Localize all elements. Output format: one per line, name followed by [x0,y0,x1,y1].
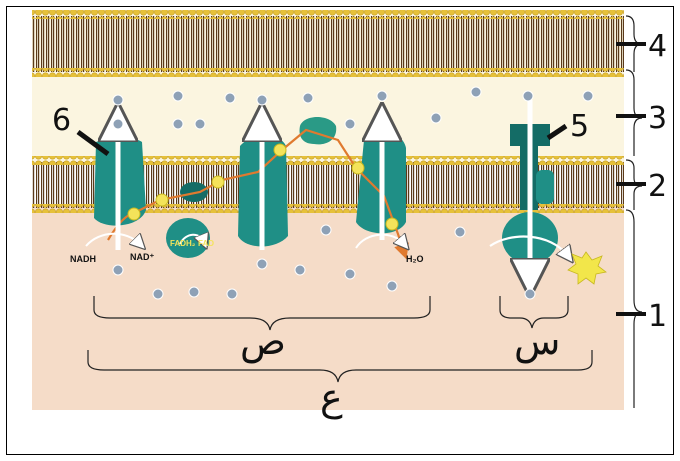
proton-icon [195,119,205,129]
label-4: 4 [648,29,667,64]
label-1: 1 [648,299,667,334]
water-label: H₂O [406,254,424,264]
proton-icon [303,93,313,103]
outer-membrane [32,10,624,77]
brace-region-3 [626,70,642,156]
proton-icon [523,91,533,101]
proton-icon [173,91,183,101]
label-6: 6 [52,103,71,138]
fadh2-label: FADH₂ [170,239,196,248]
proton-icon [227,289,237,299]
proton-icon [189,287,199,297]
proton-icon [295,265,305,275]
proton-icon [431,113,441,123]
brace-region-1 [626,210,642,408]
proton-icon [321,225,331,235]
proton-icon [345,119,355,129]
proton-icon [455,227,465,237]
proton-icon [113,95,123,105]
proton-icon [345,269,355,279]
nad-label: NAD⁺ [130,252,154,262]
proton-icon [583,91,593,101]
proton-icon [153,289,163,299]
fad-label: FAD [198,239,214,248]
proton-icon [113,119,123,129]
proton-icon [387,281,397,291]
proton-icon [173,119,183,129]
label-3: 3 [648,101,667,136]
label-seen: س [514,319,560,363]
label-ain: ع [320,375,343,419]
proton-icon [377,91,387,101]
label-2: 2 [648,169,667,204]
proton-icon [525,289,535,299]
proton-icon [257,259,267,269]
proton-icon [113,265,123,275]
label-sad: ص [240,319,286,364]
proton-icon [471,87,481,97]
proton-icon [225,93,235,103]
nadh-label: NADH [70,254,96,264]
proton-icon [257,95,267,105]
label-5: 5 [570,109,589,144]
